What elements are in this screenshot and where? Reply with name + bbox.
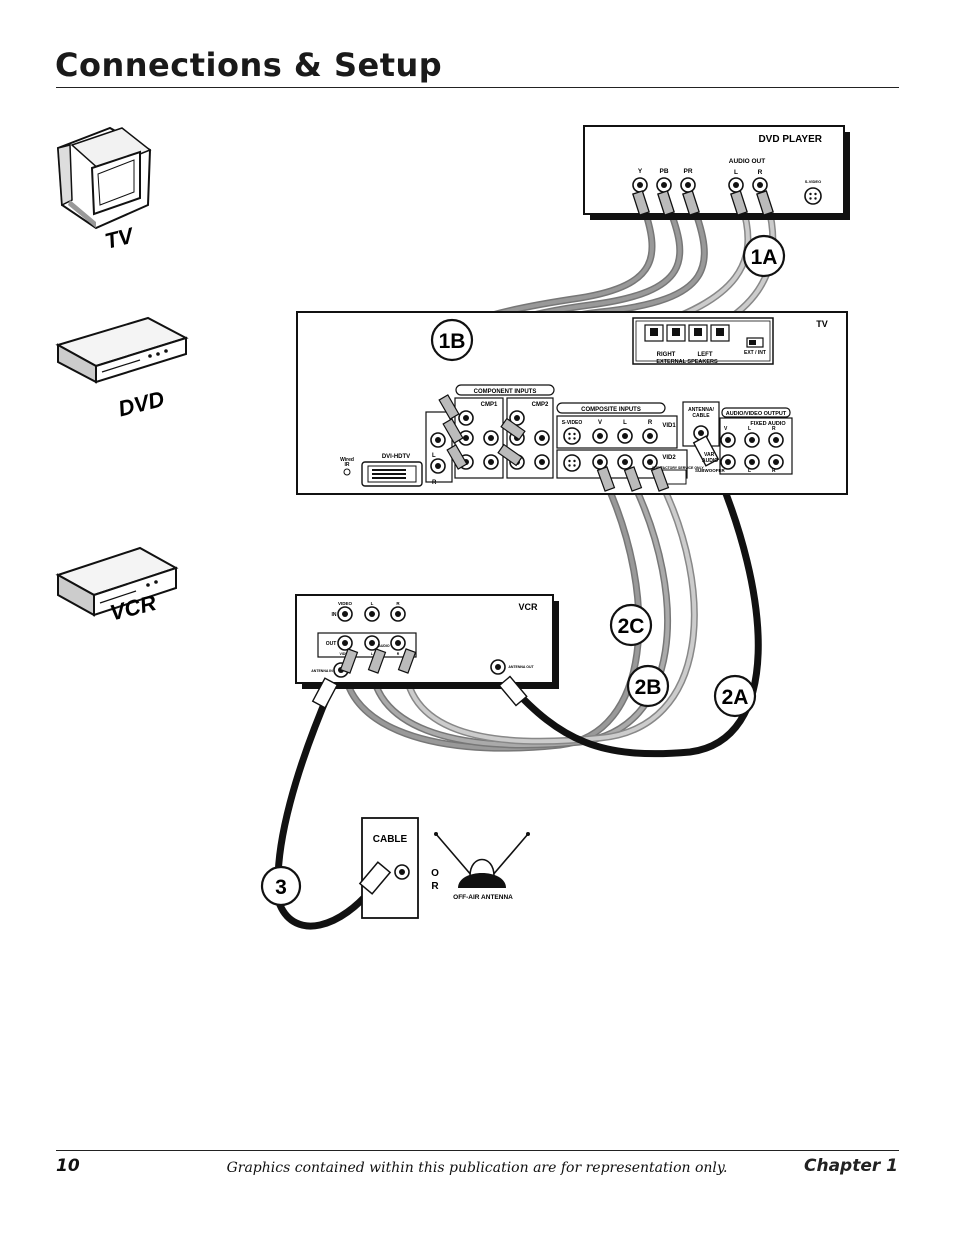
- dvd-player-panel: DVD PLAYER AUDIO OUT Y PB PR L R S-VIDEO: [583, 125, 850, 220]
- svg-text:1B: 1B: [439, 330, 466, 353]
- var-audio-label-1: VAR: [704, 452, 715, 458]
- cmp1-label: CMP1: [481, 402, 498, 408]
- vcr-panel-title: VCR: [518, 602, 538, 612]
- vcr-out-r-label: R: [397, 652, 400, 656]
- svg-text:2A: 2A: [722, 686, 749, 709]
- vcr-icon: VCR: [55, 546, 179, 626]
- speaker-left-label: LEFT: [698, 352, 713, 358]
- vcr-out-l-label: L: [371, 652, 374, 656]
- dvd-r-label: R: [758, 169, 763, 176]
- dvd-pr-label: PR: [683, 168, 692, 175]
- dvd-icon-label: DVD: [116, 386, 167, 422]
- vid1-label: VID1: [662, 423, 676, 429]
- dvd-y-label: Y: [638, 168, 643, 175]
- callout-2c: 2C: [609, 603, 653, 647]
- tv-aux-r-label: R: [432, 480, 437, 486]
- vcr-out-audio-label: AUDIO: [378, 644, 390, 648]
- dvd-pb-label: PB: [659, 168, 668, 175]
- external-speakers-label: EXTERNAL SPEAKERS: [656, 359, 718, 365]
- dvd-svideo-label: S-VIDEO: [805, 179, 821, 184]
- callout-2a: 2A: [713, 674, 757, 718]
- component-inputs-label: COMPONENT INPUTS: [474, 389, 537, 395]
- vcr-out-label: OUT: [326, 641, 337, 647]
- dvd-audio-out-label: AUDIO OUT: [729, 158, 766, 165]
- callout-2b: 2B: [626, 664, 670, 708]
- antenna-cable-label-1: ANTENNA/: [688, 407, 714, 413]
- tv-icon-label: TV: [102, 222, 138, 254]
- svg-text:3: 3: [275, 876, 287, 899]
- av-output-label: AUDIO/VIDEO OUTPUT: [726, 411, 787, 417]
- tv-panel-title: TV: [816, 319, 828, 329]
- svg-text:2B: 2B: [635, 676, 662, 699]
- vcr-in-l-label: L: [371, 601, 374, 606]
- antenna-cable-label-2: CABLE: [692, 413, 710, 419]
- callout-1a: 1A: [742, 234, 786, 278]
- vcr-antenna-out-label: ANTENNA OUT: [508, 665, 534, 669]
- vid1-v-label: V: [598, 420, 602, 426]
- dvd-icon: DVD: [55, 316, 189, 422]
- factory-service-label: FOR FACTORY SERVICE ONLY: [652, 466, 704, 470]
- dvi-hdtv-label: DVI-HDTV: [382, 454, 410, 460]
- ext-int-label: EXT / INT: [744, 350, 766, 356]
- avout-l-label: L: [748, 426, 751, 432]
- var-r-label: R: [772, 468, 776, 474]
- wired-ir-label-2: IR: [345, 462, 350, 468]
- fixed-audio-label: FIXED AUDIO: [750, 421, 786, 427]
- wired-ir-label-1: Wired: [340, 457, 354, 463]
- vcr-out-video-label: VIDEO: [340, 652, 351, 656]
- avout-r-label: R: [772, 426, 776, 432]
- cable-wall-outlet: CABLE: [358, 817, 419, 919]
- tv-aux-l-label: L: [432, 453, 436, 459]
- speaker-right-label: RIGHT: [657, 352, 676, 358]
- footer-rule: [56, 1150, 899, 1151]
- header-rule: [56, 87, 899, 88]
- vcr-in-video-label: VIDEO: [338, 601, 353, 606]
- var-audio-label-2: AUDIO: [702, 458, 718, 464]
- vid2-label: VID2: [662, 455, 676, 461]
- vcr-antenna-in-label: ANTENNA IN: [311, 669, 333, 673]
- tv-panel: TV RIGHT LEFT EXTERNAL SPEAKERS EXT / IN…: [296, 311, 848, 495]
- avout-v-label: V: [724, 426, 728, 432]
- page-number: 10: [56, 1156, 80, 1176]
- page-title: Connections & Setup: [55, 46, 443, 84]
- off-air-antenna-label: OFF-AIR ANTENNA: [453, 894, 513, 901]
- dvd-l-label: L: [734, 169, 738, 176]
- dvd-player-title: DVD PLAYER: [758, 134, 822, 145]
- callout-1b: 1B: [430, 318, 474, 362]
- cable-label: CABLE: [373, 834, 408, 845]
- off-air-antenna: OFF-AIR ANTENNA: [434, 832, 530, 901]
- vid1-r-label: R: [648, 420, 653, 426]
- cmp2-label: CMP2: [532, 402, 549, 408]
- tv-icon: TV: [56, 126, 152, 254]
- vid1-svideo-label: S-VIDEO: [562, 420, 583, 426]
- callout-3: 3: [260, 865, 302, 907]
- disclaimer: Graphics contained within this publicati…: [226, 1160, 728, 1176]
- or-letter-r: R: [431, 881, 439, 892]
- or-letter-o: O: [431, 868, 439, 879]
- vcr-in-label: IN: [332, 612, 337, 618]
- svg-text:1A: 1A: [751, 246, 778, 269]
- vcr-in-r-label: R: [396, 601, 400, 606]
- composite-inputs-label: COMPOSITE INPUTS: [581, 407, 641, 413]
- subwoofer-label: SUBWOOFER: [695, 468, 725, 473]
- svg-text:2C: 2C: [618, 615, 645, 638]
- var-l-label: L: [748, 468, 751, 474]
- chapter-label: Chapter 1: [803, 1156, 898, 1176]
- vid1-l-label: L: [623, 420, 627, 426]
- vcr-panel: VCR VIDEO L R IN OUT VIDEO AUDIO L R ANT…: [295, 594, 559, 709]
